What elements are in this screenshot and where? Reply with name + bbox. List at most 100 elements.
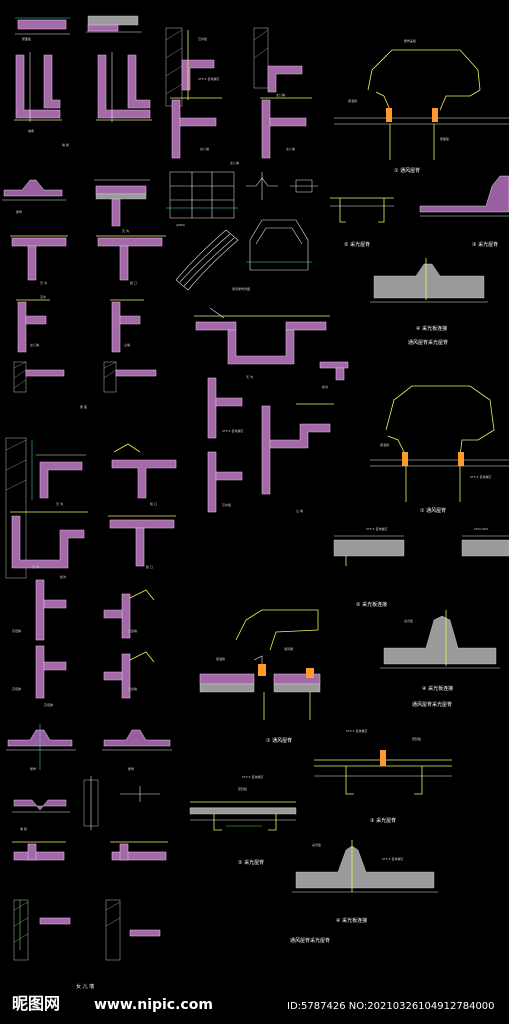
detail-vent-ridge-top: 屋脊盖板 保温棉 屋面板 ① 通风屋脊 <box>334 38 509 174</box>
detail-skylight-mid-right: 250×300 <box>461 527 509 557</box>
caption-skylight-ridge-mid: ② 采光屋脊 <box>238 859 264 866</box>
label-mid-step-a: ST5.5 自攻螺钉 <box>222 428 243 433</box>
detail-vent-ridge-second: 保温棉 ST5.5 自攻螺钉 ① 通风屋脊 <box>370 385 509 514</box>
caption-skylight-section-bottom: 通风屋脊采光屋脊 <box>290 937 330 944</box>
detail-skylight-conn-mid: 采光板 ④ 采光板连接 通风屋脊采光屋脊 <box>380 610 500 708</box>
caption-parapet-a: 女儿墙 <box>30 342 39 347</box>
detail-ridge-c: 屋脊 <box>102 729 172 771</box>
caption-skylight-mid-left: ② 采光板连接 <box>356 601 387 608</box>
caption-section-3: 高低跨 <box>44 702 53 707</box>
caption-mid-section: 女儿墙 <box>230 160 239 165</box>
caption-mid-c: 女儿墙 <box>200 146 209 151</box>
detail-ridge-b: 屋脊 <box>6 724 76 771</box>
detail-t-bottom-a <box>12 841 66 861</box>
detail-t-eave-a: 檐 口 <box>108 515 176 569</box>
caption-step-a: 高低跨 <box>12 628 21 633</box>
caption-mid-gutter-c: 山 墙 <box>296 508 303 513</box>
detail-corner-profile-a: 墙角 <box>14 52 62 133</box>
caption-t-b: 檐 口 <box>130 280 137 285</box>
detail-mid-step-a: ST5.5 自攻螺钉 <box>207 377 243 439</box>
caption-parapet-bottom: 女 儿 墙 <box>76 983 94 990</box>
detail-vent-ridge-mid: 保温棉 通风器 ① 通风屋脊 <box>199 609 321 744</box>
caption-parapet-large-a: 天 沟 <box>56 501 63 506</box>
detail-skylight-ridge-mid: ST5.5 自攻螺钉 密封胶 ② 采光屋脊 <box>189 774 297 866</box>
label-mid-a1: 泛水板 <box>198 36 207 41</box>
label-skylight-mid-2: 密封胶 <box>238 786 247 791</box>
detail-skylight-conn-top: ④ 采光板连接 通风屋脊采光屋脊 <box>370 258 488 346</box>
caption-skylight-top-right: ③ 采光屋脊 <box>472 241 498 248</box>
label-vent-top-1: 屋脊盖板 <box>404 38 416 43</box>
caption-skylight-conn-bottom: ④ 采光板连接 <box>336 917 367 924</box>
detail-vent-pipe-iso <box>175 229 239 291</box>
detail-t-bottom-b <box>110 841 168 861</box>
detail-corner-profile-b: 墙 檐 <box>62 52 152 147</box>
detail-mid-gutter-c: 山 墙 <box>261 403 334 513</box>
caption-ridge-b: 屋脊 <box>30 766 36 771</box>
detail-skylight-top-left: ② 采光屋脊 <box>330 197 394 248</box>
caption-ridge-c: 屋脊 <box>128 766 134 771</box>
detail-vent-section-small <box>246 172 318 200</box>
caption-mid-b: 女儿墙 <box>276 92 285 97</box>
dim-skylight: 250×300 <box>474 527 488 531</box>
caption-parapet-b: 山墙 <box>124 342 130 347</box>
label-vent-top-2: 保温棉 <box>348 98 357 103</box>
caption-corner-b: 墙 檐 <box>62 142 69 147</box>
label-vent-mid-2: 通风器 <box>284 646 293 651</box>
detail-top-left-1: 屋面板 <box>15 17 70 41</box>
detail-parapet-mid-d: 女儿墙 <box>260 97 312 159</box>
caption-gutter-u-a: 天 沟 <box>32 564 39 569</box>
detail-parapet-large-a: 天 沟 <box>5 437 86 579</box>
detail-vent-profile: 通风屋脊详图 <box>232 219 312 291</box>
caption-skylight-conn-top: ④ 采光板连接 <box>416 325 447 332</box>
detail-gutter-mid-right: 檐沟 <box>319 361 349 389</box>
detail-parapet-bottom-a <box>13 899 71 961</box>
label-vent-second-2: ST5.5 自攻螺钉 <box>470 474 491 479</box>
detail-gutter-small-a: 天 沟 <box>94 179 150 233</box>
caption-skylight-top-left: ② 采光屋脊 <box>344 241 370 248</box>
caption-step-d: 天窗墙 <box>128 686 137 691</box>
caption-step-c: 高低跨 <box>12 686 21 691</box>
caption-gutter-large-a: 檐 口 <box>150 501 157 506</box>
detail-parapet-bottom-b <box>105 899 161 961</box>
label-skylight-mid-left: ST5.5 自攻螺钉 <box>366 526 387 531</box>
caption-skylight-section-mid: 通风屋脊采光屋脊 <box>412 701 452 708</box>
detail-parapet-mid-c: 女儿墙 <box>170 97 222 159</box>
label-skylight-bottom-2: ST5.5 自攻螺钉 <box>382 856 403 861</box>
watermark-url: www.nipic.com <box>94 997 213 1013</box>
caption-roof-section: 屋 面 <box>80 404 87 409</box>
label-skylight-mid-1: ST5.5 自攻螺钉 <box>242 774 263 779</box>
detail-skylight-conn-bottom: 采光板 ST5.5 自攻螺钉 ④ 采光板连接 通风屋脊采光屋脊 <box>290 840 438 944</box>
caption-vent-ridge-mid: ① 通风屋脊 <box>266 737 292 744</box>
label-skylight-right-2: 密封胶 <box>412 736 421 741</box>
caption-t-a: 天 沟 <box>40 280 47 285</box>
detail-step-b: 天窗墙 <box>103 589 155 639</box>
detail-ridge-small-a: 屋脊 <box>2 179 66 214</box>
caption-gutter-a: 天 沟 <box>122 228 129 233</box>
detail-step-c: 高低跨 <box>12 645 67 699</box>
detail-skylight-mid-left: ST5.5 自攻螺钉 ② 采光板连接 <box>333 526 405 608</box>
caption-valley-a: 墙 檐 <box>20 826 27 831</box>
label-mid-step-b: 泛水板 <box>222 502 231 507</box>
label-vent-second-1: 保温棉 <box>380 442 389 447</box>
watermark-id: ID:5787426 NO:20210326104912784000 <box>287 1001 495 1012</box>
watermark-bar: 昵图网 www.nipic.com ID:5787426 NO:20210326… <box>0 990 509 1024</box>
caption-corner-a: 墙角 <box>28 128 34 133</box>
caption-t-eave-a: 檐 口 <box>146 564 153 569</box>
dim-vent-plan: @800 <box>176 223 185 227</box>
detail-gutter-mid-large: 天 沟 <box>194 307 330 379</box>
detail-skylight-small-a <box>83 776 160 830</box>
caption-gutter-mid: 天 沟 <box>246 374 253 379</box>
detail-parapet-small-a: 女儿墙 <box>16 299 50 353</box>
caption-gutter-mid-right: 檐沟 <box>322 384 328 389</box>
detail-t-profile-b: 檐 口 <box>96 235 166 285</box>
caption-vent-ridge-top: ① 通风屋脊 <box>394 167 420 174</box>
caption-vent-ridge-second: ① 通风屋脊 <box>420 507 446 514</box>
caption-row3: 泛水 <box>40 294 46 299</box>
caption-step-b: 天窗墙 <box>128 628 137 633</box>
caption-vent-detail: 通风屋脊详图 <box>232 286 250 291</box>
watermark-logo: 昵图网 <box>12 994 60 1013</box>
caption-mid-d: 女儿墙 <box>286 146 295 151</box>
detail-t-profile-a: 天 沟 <box>10 235 68 285</box>
detail-wall-base-a <box>13 361 65 393</box>
